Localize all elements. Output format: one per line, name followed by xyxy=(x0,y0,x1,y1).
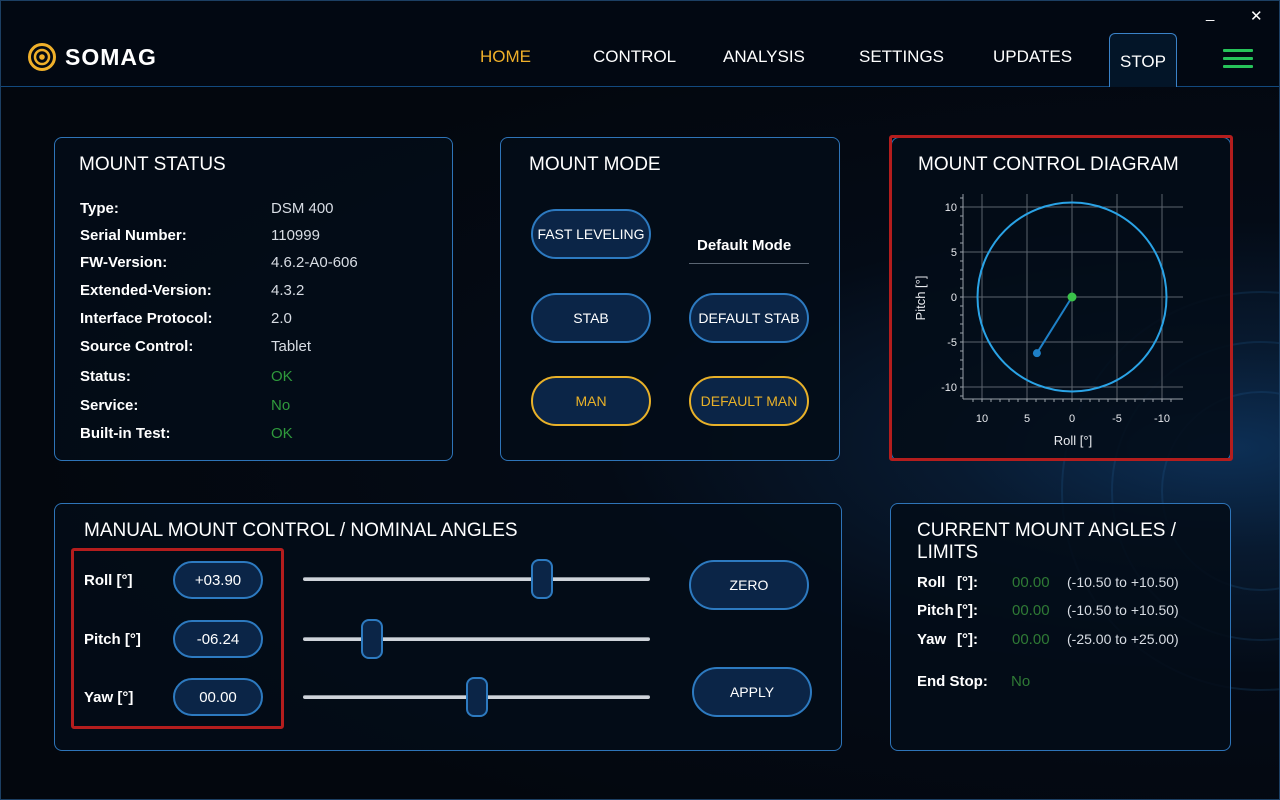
nav-home[interactable]: HOME xyxy=(480,47,531,66)
mount-control-diagram-panel: MOUNT CONTROL DIAGRAM xyxy=(891,137,1231,461)
roll-input[interactable]: +03.90 xyxy=(173,561,263,599)
pitch-slider-track[interactable] xyxy=(303,637,650,641)
limit-circle xyxy=(976,201,1168,393)
built-in-test-value: OK xyxy=(271,425,293,442)
diagram-y-tick-label: 10 xyxy=(945,202,957,214)
yaw-label: Yaw [°] xyxy=(84,689,134,706)
apply-button[interactable]: APPLY xyxy=(692,667,812,717)
top-navigation-bar: SOMAG HOME CONTROL ANALYSIS SETTINGS UPD… xyxy=(1,1,1279,87)
current-yaw-value: 00.00 xyxy=(1012,631,1050,648)
man-button[interactable]: MAN xyxy=(531,376,651,426)
diagram-x-tick-label: 0 xyxy=(1069,413,1075,425)
status-row-value: Tablet xyxy=(271,338,312,355)
roll-limits: (-10.50 to +10.50) xyxy=(1067,574,1179,590)
diagram-x-tick-label: 10 xyxy=(976,413,988,425)
status-row-label: Serial Number: xyxy=(80,227,187,244)
diagram-x-tick-label: -5 xyxy=(1112,413,1122,425)
target-line xyxy=(1036,296,1073,354)
current-angles-title: CURRENT MOUNT ANGLES / LIMITS xyxy=(917,520,1177,563)
diagram-y-tick-label: 0 xyxy=(951,292,957,304)
yaw-limits: (-25.00 to +25.00) xyxy=(1067,631,1179,647)
status-row-label: Extended-Version: xyxy=(80,282,212,299)
default-mode-divider xyxy=(689,263,809,264)
status-ok-value: OK xyxy=(271,368,293,385)
status-row-label: Built-in Test: xyxy=(80,425,171,442)
diagram-y-tick-label: -10 xyxy=(941,382,957,394)
current-pitch-label: Pitch xyxy=(917,602,954,619)
pitch-slider-handle[interactable] xyxy=(361,619,384,659)
status-row-value: 2.0 xyxy=(271,310,292,327)
minimize-button[interactable]: _ xyxy=(1206,5,1215,22)
close-icon[interactable]: ✕ xyxy=(1250,8,1263,25)
diagram-x-tick-label: 5 xyxy=(1024,413,1030,425)
zero-button[interactable]: ZERO xyxy=(689,560,809,610)
end-stop-value: No xyxy=(1011,673,1031,690)
nominal-angles-highlight-frame xyxy=(71,548,284,729)
diagram-ticks: 10 5 0 -5 -10 10 5 0 -5 -10 xyxy=(941,194,1183,425)
status-row-label: FW-Version: xyxy=(80,254,168,271)
brand-logo: SOMAG xyxy=(27,41,157,73)
mount-mode-title: MOUNT MODE xyxy=(529,154,661,175)
current-pitch-value: 00.00 xyxy=(1012,602,1050,619)
default-man-button[interactable]: DEFAULT MAN xyxy=(689,376,809,426)
pitch-limits: (-10.50 to +10.50) xyxy=(1067,602,1179,618)
end-stop-label: End Stop: xyxy=(917,673,988,690)
diagram-y-axis-label: Pitch [°] xyxy=(913,276,928,321)
yaw-slider-handle[interactable] xyxy=(465,677,488,717)
status-row-value: 4.3.2 xyxy=(271,282,305,299)
pitch-label: Pitch [°] xyxy=(84,631,141,648)
status-row-label: Type: xyxy=(80,200,119,217)
status-row-label: Interface Protocol: xyxy=(80,310,213,327)
current-mount-angles-panel: CURRENT MOUNT ANGLES / LIMITS xyxy=(890,503,1231,751)
mount-status-title: MOUNT STATUS xyxy=(79,154,226,175)
status-row-label: Status: xyxy=(80,368,131,385)
target-point[interactable] xyxy=(1032,349,1041,358)
current-roll-label: Roll xyxy=(917,574,946,591)
default-stab-button[interactable]: DEFAULT STAB xyxy=(689,293,809,343)
status-row-label: Service: xyxy=(80,397,139,414)
nav-settings[interactable]: SETTINGS xyxy=(859,47,945,66)
manual-control-title: MANUAL MOUNT CONTROL / NOMINAL ANGLES xyxy=(84,520,518,541)
stop-button[interactable]: STOP xyxy=(1109,33,1177,87)
somag-logo-icon xyxy=(28,43,56,71)
current-yaw-unit: [°]: xyxy=(957,631,978,648)
fast-leveling-button[interactable]: FAST LEVELING xyxy=(531,209,651,259)
status-row-value: 110999 xyxy=(271,227,320,244)
diagram-highlight-frame xyxy=(889,135,1233,461)
nav-control[interactable]: CONTROL xyxy=(593,47,677,66)
diagram-y-tick-label: 5 xyxy=(951,247,957,259)
status-row-value: DSM 400 xyxy=(271,200,334,217)
menu-icon[interactable] xyxy=(1223,49,1253,69)
status-row-label: Source Control: xyxy=(80,338,194,355)
brand-name: SOMAG xyxy=(65,43,157,70)
diagram-title: MOUNT CONTROL DIAGRAM xyxy=(918,154,1179,175)
default-mode-label: Default Mode xyxy=(697,237,792,254)
diagram-x-axis-label: Roll [°] xyxy=(1054,433,1092,448)
current-roll-unit: [°]: xyxy=(957,574,978,591)
diagram-x-tick-label: -10 xyxy=(1154,413,1170,425)
diagram-y-tick-label: -5 xyxy=(947,337,957,349)
pitch-input[interactable]: -06.24 xyxy=(173,620,263,658)
stab-button[interactable]: STAB xyxy=(531,293,651,343)
roll-slider-track[interactable] xyxy=(303,577,650,581)
yaw-input[interactable]: 00.00 xyxy=(173,678,263,716)
current-yaw-label: Yaw xyxy=(917,631,947,648)
current-roll-value: 00.00 xyxy=(1012,574,1050,591)
nav-updates[interactable]: UPDATES xyxy=(993,47,1073,66)
mount-control-diagram[interactable]: 10 5 0 -5 -10 10 5 0 -5 -10 Roll [°] Pitch [°] xyxy=(901,181,1221,456)
nav-analysis[interactable]: ANALYSIS xyxy=(723,47,805,66)
status-row-value: 4.6.2-A0-606 xyxy=(271,254,358,271)
roll-slider-handle[interactable] xyxy=(531,559,554,599)
center-point xyxy=(1067,292,1077,302)
mount-status-panel: MOUNT STATUS Type: DSM 400 Serial Number… xyxy=(54,137,453,461)
current-pitch-unit: [°]: xyxy=(957,602,978,619)
roll-label: Roll [°] xyxy=(84,572,133,589)
service-value: No xyxy=(271,397,291,414)
